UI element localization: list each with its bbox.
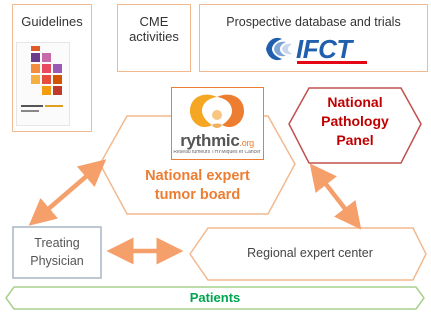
rythmic-logo-icon (190, 94, 244, 128)
national-board-line2: tumor board (154, 187, 241, 203)
rythmic-tagline: Réseau tumeurs THYMiques et Cancer (173, 150, 261, 155)
guidelines-title: Guidelines (21, 14, 83, 29)
rythmic-logo-box: rythmic.org Réseau tumeurs THYMiques et … (171, 87, 264, 160)
guidelines-book-cover (16, 42, 70, 126)
treating-physician-line2: Physician (30, 254, 84, 268)
regional-center-label: Regional expert center (247, 246, 373, 260)
regional-center-hexagon (189, 227, 427, 281)
arrow-pathology-regional (309, 163, 362, 230)
rythmic-logo-text: rythmic.org (180, 131, 254, 150)
treating-physician-box (12, 226, 102, 279)
prospective-title: Prospective database and trials (226, 15, 401, 29)
pathology-panel-line2: Pathology (321, 113, 389, 129)
patients-shape (5, 286, 425, 310)
ifct-logo-flag-stripe (297, 61, 367, 64)
pathology-panel-line1: National (327, 94, 383, 110)
pathology-panel-hexagon (288, 87, 422, 164)
pathology-panel-line3: Panel (336, 132, 374, 148)
cme-box (117, 4, 191, 72)
book-cover-graphic (21, 46, 63, 112)
treating-physician-line1: Treating (34, 236, 80, 250)
prospective-box (199, 4, 428, 72)
arrow-board-physician (28, 159, 107, 226)
ifct-logo-text: IFCT (296, 34, 352, 64)
ifct-logo-icon (266, 37, 292, 61)
national-board-line1: National expert (145, 168, 250, 184)
cme-title: CME activities (129, 14, 179, 44)
patients-label: Patients (189, 290, 241, 305)
